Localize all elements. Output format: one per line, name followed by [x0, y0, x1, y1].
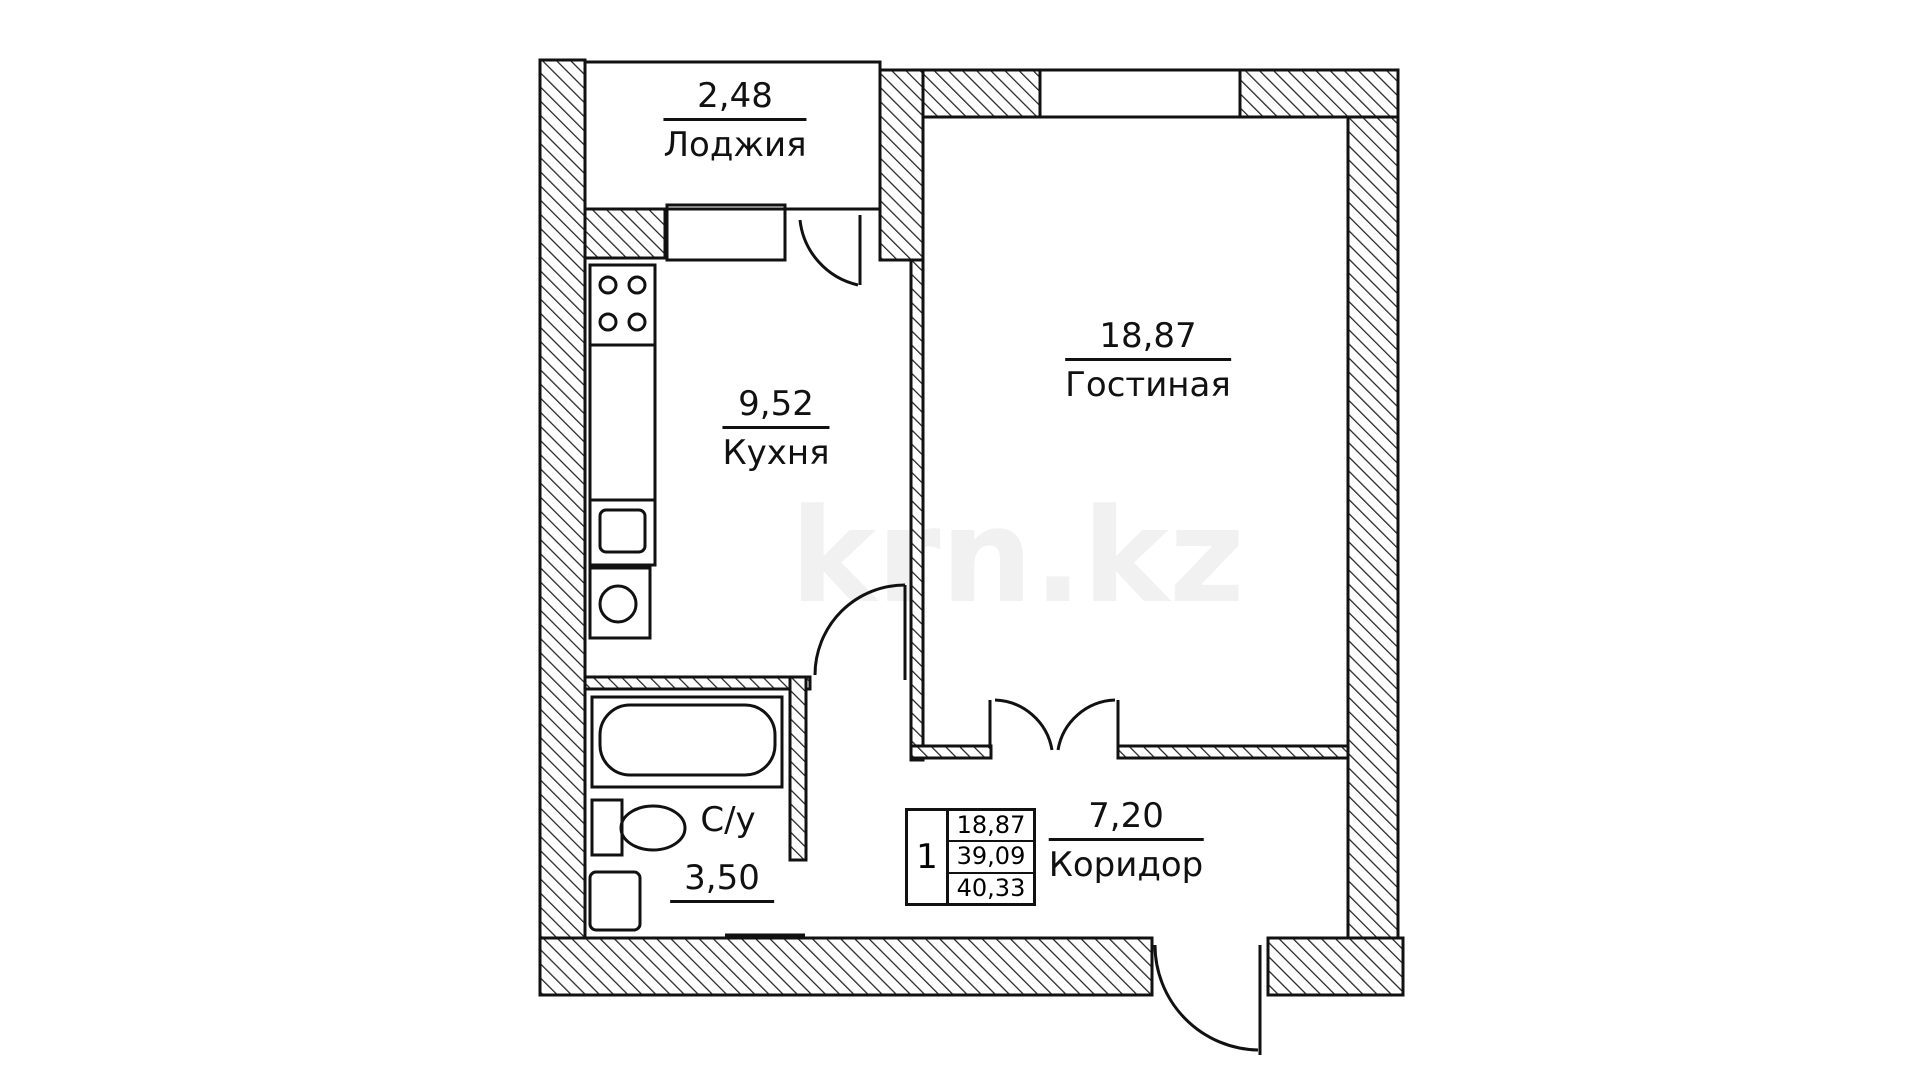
- loggia-area: 2,48: [663, 76, 807, 121]
- wall-loggia-kitchen: [583, 207, 667, 260]
- partition-living-corridor-left: [909, 744, 993, 760]
- bathroom-area: 3,50: [670, 858, 774, 903]
- corridor-area: 7,20: [1048, 796, 1204, 841]
- toilet: [590, 798, 624, 857]
- corridor-name: Коридор: [1048, 845, 1204, 885]
- kitchen-sink: [588, 498, 657, 567]
- living-area: 18,87: [1065, 316, 1231, 361]
- wall-right: [1346, 115, 1400, 940]
- room-corridor: 7,20 Коридор: [1048, 796, 1204, 885]
- total-area-with-loggia: 40,33: [956, 873, 1026, 902]
- wall-bottom-right: [1266, 936, 1405, 997]
- room-count: 1: [908, 811, 949, 903]
- watermark: krn.kz: [790, 480, 1245, 632]
- loggia-name: Лоджия: [663, 125, 807, 165]
- living-area-total: 18,87: [949, 811, 1033, 843]
- kitchen-area: 9,52: [722, 384, 830, 429]
- door-loggia: [798, 219, 859, 287]
- washer: [588, 566, 652, 640]
- door-entrance: [1153, 944, 1259, 1052]
- window-kitchen: [665, 203, 787, 262]
- partition-living-corridor-right: [1116, 744, 1350, 760]
- bathtub: [590, 695, 784, 789]
- room-living: 18,87 Гостиная: [1065, 316, 1231, 405]
- room-bathroom: 3,50: [670, 858, 774, 903]
- room-loggia: 2,48 Лоджия: [663, 76, 807, 165]
- wall-between-loggia-living: [878, 68, 925, 262]
- bathroom-name: С/у: [700, 800, 756, 840]
- stove: [588, 263, 657, 347]
- total-area: 39,09: [949, 842, 1033, 874]
- partition-kitchen-living: [909, 258, 925, 762]
- partition-bath-top: [583, 675, 812, 691]
- room-kitchen: 9,52 Кухня: [722, 384, 830, 473]
- counter: [588, 343, 657, 502]
- door-living-left: [994, 698, 1054, 751]
- apartment-summary: 1 18,87 39,09 40,33: [905, 808, 1036, 906]
- kitchen-name: Кухня: [722, 433, 830, 473]
- door-living-right: [1056, 698, 1116, 751]
- wall-top-right: [1238, 68, 1400, 119]
- living-name: Гостиная: [1065, 365, 1231, 405]
- wall-bottom-left: [538, 936, 1154, 997]
- wall-left: [538, 58, 587, 997]
- partition-bath-right: [788, 675, 808, 862]
- loggia-outline: [583, 60, 882, 211]
- door-kitchen: [813, 583, 906, 676]
- bath-sink: [588, 870, 642, 932]
